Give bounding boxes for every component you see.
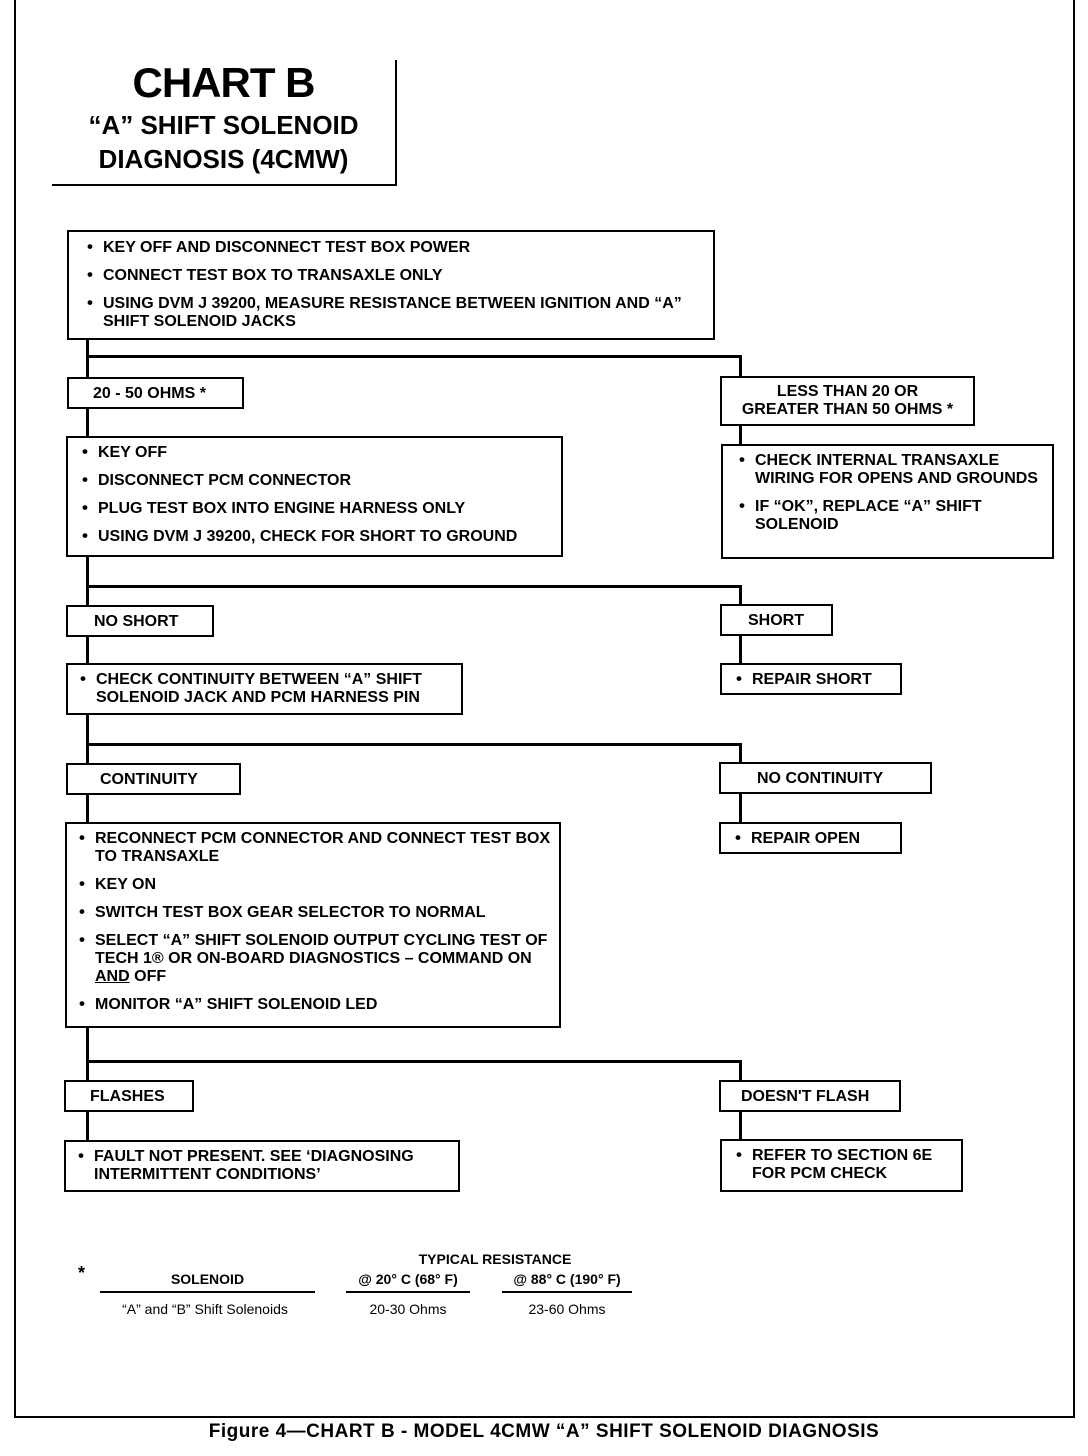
step1-item-1: KEY OFF AND DISCONNECT TEST BOX POWER [79, 238, 699, 257]
figure-caption: Figure 4—CHART B - MODEL 4CMW “A” SHIFT … [208, 1421, 880, 1442]
step2-right-item-1: CHECK INTERNAL TRANSAXLE WIRING FOR OPEN… [731, 451, 1042, 488]
resistance-col-88c-header: @ 88° C (190° F) [513, 1271, 621, 1287]
step2-left-item-2: DISCONNECT PCM CONNECTOR [74, 471, 551, 490]
step3-left-box: CHECK CONTINUITY BETWEEN “A” SHIFT SOLEN… [66, 663, 463, 715]
step1-item-2: CONNECT TEST BOX TO TRANSAXLE ONLY [79, 266, 699, 285]
step2-right-box: CHECK INTERNAL TRANSAXLE WIRING FOR OPEN… [721, 444, 1054, 559]
result-20-50-ohms-label: 20 - 50 OHMS * [93, 385, 206, 402]
connector-line [739, 793, 742, 823]
chart-title-block: CHART B “A” SHIFT SOLENOID DIAGNOSIS (4C… [52, 60, 397, 186]
connector-line [86, 794, 89, 824]
step2-left-item-4: USING DVM J 39200, CHECK FOR SHORT TO GR… [74, 527, 551, 546]
connector-line [86, 1060, 742, 1063]
connector-line [86, 636, 89, 664]
result-no-short: NO SHORT [66, 605, 214, 637]
result-flashes-label: FLASHES [90, 1088, 165, 1105]
result-no-short-label: NO SHORT [94, 613, 179, 630]
chart-subtitle-line2: DIAGNOSIS (4CMW) [98, 144, 349, 174]
connector-line [86, 1027, 89, 1081]
step3-left-item-1: CHECK CONTINUITY BETWEEN “A” SHIFT SOLEN… [72, 670, 451, 707]
header-underline [346, 1291, 470, 1293]
step2-right-item-2: IF “OK”, REPLACE “A” SHIFT SOLENOID [731, 497, 1042, 534]
step4-right-item-1: REPAIR OPEN [727, 829, 900, 848]
resistance-col-solenoid-header: SOLENOID [170, 1271, 245, 1287]
header-underline [100, 1291, 315, 1293]
step5-right-box: REFER TO SECTION 6E FOR PCM CHECK [720, 1139, 963, 1192]
connector-line [86, 355, 742, 358]
result-doesnt-flash: DOESN'T FLASH [719, 1080, 901, 1112]
result-continuity: CONTINUITY [66, 763, 241, 795]
step5-right-item-1: REFER TO SECTION 6E FOR PCM CHECK [728, 1146, 953, 1183]
result-out-of-range-ohms: LESS THAN 20 OR GREATER THAN 50 OHMS * [720, 376, 975, 426]
connector-line [739, 425, 742, 445]
resistance-row-20c-value: 20-30 Ohms [369, 1301, 447, 1317]
chart-title: CHART B [132, 59, 316, 106]
step1-item-3: USING DVM J 39200, MEASURE RESISTANCE BE… [79, 294, 699, 331]
step1-box: KEY OFF AND DISCONNECT TEST BOX POWER CO… [67, 230, 715, 340]
connector-line [86, 743, 742, 746]
connector-line [739, 636, 742, 664]
step4-left-item-4: SELECT “A” SHIFT SOLENOID OUTPUT CYCLING… [71, 931, 553, 986]
step5-left-box: FAULT NOT PRESENT. SEE ‘DIAGNOSING INTER… [64, 1140, 460, 1192]
header-underline [502, 1291, 632, 1293]
connector-line [86, 408, 89, 438]
connector-line [86, 714, 89, 764]
footnote-asterisk: * [78, 1263, 86, 1283]
step4-left-box: RECONNECT PCM CONNECTOR AND CONNECT TEST… [65, 822, 561, 1028]
result-out-of-range-line1: LESS THAN 20 OR [776, 383, 919, 400]
connector-line [86, 585, 742, 588]
result-continuity-label: CONTINUITY [100, 771, 198, 788]
step2-left-item-1: KEY OFF [74, 443, 551, 462]
page-border [14, 0, 1075, 1418]
connector-line [739, 743, 742, 763]
result-20-50-ohms: 20 - 50 OHMS * [67, 377, 244, 409]
result-no-continuity-label: NO CONTINUITY [757, 770, 884, 787]
step4-right-box: REPAIR OPEN [719, 822, 902, 854]
step5-left-item-1: FAULT NOT PRESENT. SEE ‘DIAGNOSING INTER… [70, 1147, 450, 1184]
result-flashes: FLASHES [64, 1080, 194, 1112]
result-doesnt-flash-label: DOESN'T FLASH [741, 1088, 870, 1105]
step4-left-item-3: SWITCH TEST BOX GEAR SELECTOR TO NORMAL [71, 903, 553, 922]
connector-line [86, 340, 89, 378]
resistance-row-88c-value: 23-60 Ohms [528, 1301, 606, 1317]
result-out-of-range-line2: GREATER THAN 50 OHMS * [741, 401, 954, 418]
step3-right-item-1: REPAIR SHORT [728, 670, 900, 689]
connector-line [86, 1111, 89, 1141]
step2-left-box: KEY OFF DISCONNECT PCM CONNECTOR PLUG TE… [66, 436, 563, 557]
connector-line [739, 585, 742, 606]
resistance-table-heading: TYPICAL RESISTANCE [418, 1251, 572, 1267]
step4-left-item-1: RECONNECT PCM CONNECTOR AND CONNECT TEST… [71, 829, 553, 866]
connector-line [739, 355, 742, 377]
step4-left-item-2: KEY ON [71, 875, 553, 894]
chart-subtitle-line1: “A” SHIFT SOLENOID [88, 110, 359, 140]
connector-line [739, 1110, 742, 1140]
step3-right-box: REPAIR SHORT [720, 663, 902, 695]
result-short: SHORT [720, 604, 833, 636]
result-short-label: SHORT [748, 612, 804, 629]
resistance-row-solenoid: “A” and “B” Shift Solenoids [122, 1301, 288, 1317]
step2-left-item-3: PLUG TEST BOX INTO ENGINE HARNESS ONLY [74, 499, 551, 518]
step4-left-item-5: MONITOR “A” SHIFT SOLENOID LED [71, 995, 553, 1014]
connector-line [739, 1060, 742, 1080]
resistance-col-20c-header: @ 20° C (68° F) [358, 1271, 458, 1287]
result-no-continuity: NO CONTINUITY [719, 762, 932, 794]
connector-line [86, 556, 89, 606]
